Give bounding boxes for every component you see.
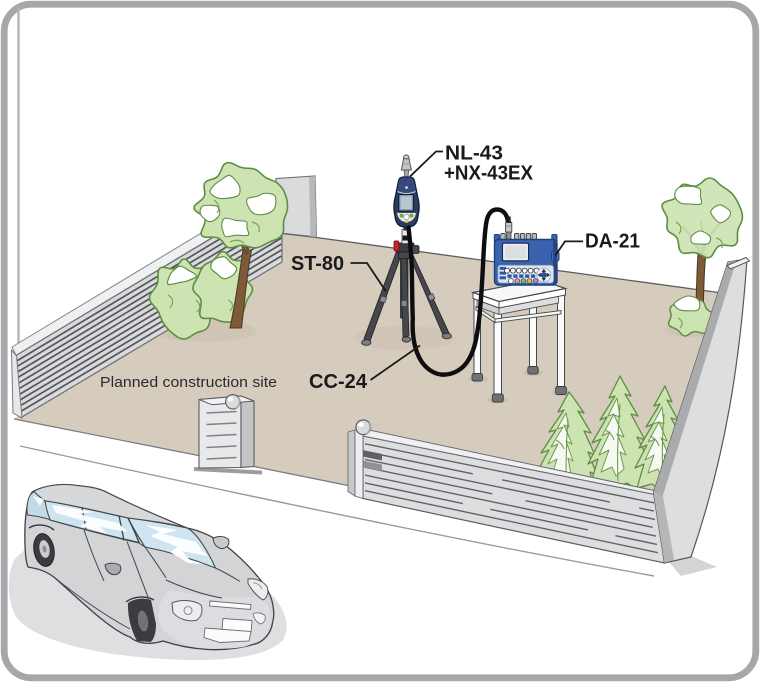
svg-text:ST-80: ST-80: [291, 253, 344, 275]
svg-text:Planned construction site: Planned construction site: [100, 374, 277, 391]
svg-text:CC-24: CC-24: [309, 371, 368, 393]
svg-text:NL-43: NL-43: [445, 143, 503, 165]
svg-text:+NX-43EX: +NX-43EX: [444, 163, 534, 185]
svg-text:DA-21: DA-21: [585, 230, 640, 252]
